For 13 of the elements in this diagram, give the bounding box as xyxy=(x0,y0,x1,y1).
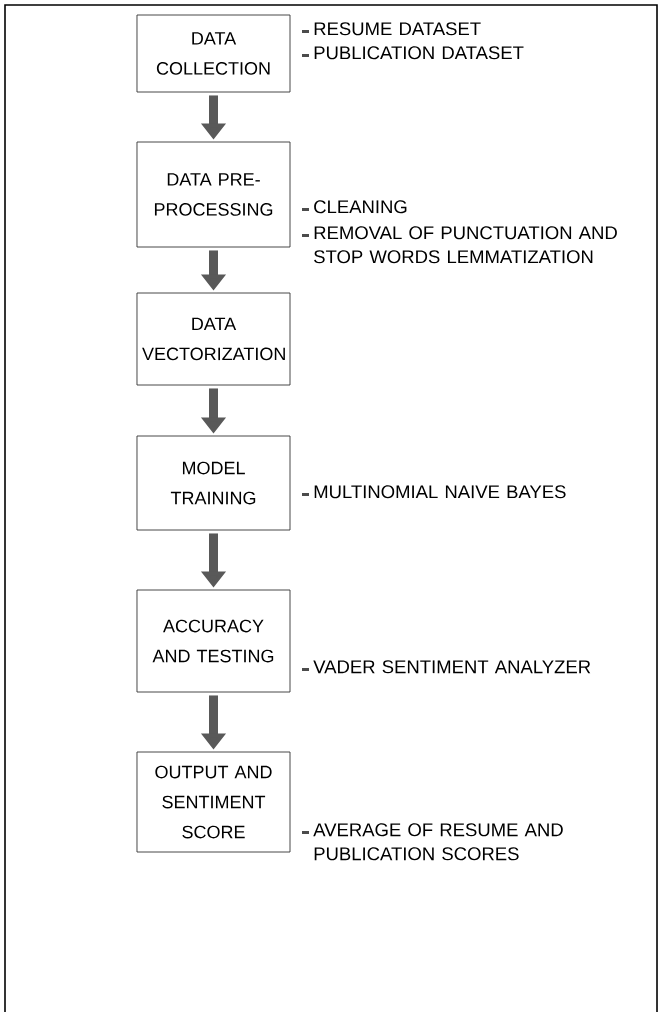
process-box: DATA PRE-PROCESSING xyxy=(136,141,291,248)
process-box: DATA VECTORIZATION xyxy=(136,292,291,386)
process-box: DATA COLLECTION xyxy=(136,14,291,93)
process-box: MODEL TRAINING xyxy=(136,435,291,531)
side-note: PUBLICATION DATASET xyxy=(314,46,524,60)
process-box: OUTPUT AND SENTIMENT SCORE xyxy=(136,751,291,853)
side-note: RESUME DATASET xyxy=(314,22,481,36)
process-box: ACCURACY AND TESTING xyxy=(136,589,291,693)
side-note: VADER SENTIMENT ANALYZER xyxy=(313,660,591,674)
side-note: AVERAGE OF RESUME AND PUBLICATION SCORES xyxy=(313,823,563,861)
side-note: CLEANING xyxy=(314,200,407,214)
side-note: MULTINOMIAL NAIVE BAYES xyxy=(314,485,566,499)
side-note: REMOVAL OF PUNCTUATION AND STOP WORDS LEMMATIZATION xyxy=(314,226,617,264)
